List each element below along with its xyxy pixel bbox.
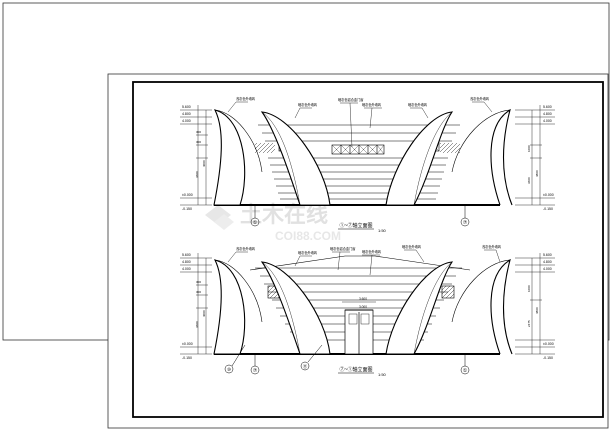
svg-text:4.000: 4.000	[182, 119, 191, 123]
bottom-annotations: 浅灰色外墙砖 暗灰色外墙砖 暗灰色铝合金门窗 暗灰色外墙砖 暗灰色外墙砖 浅灰色…	[227, 244, 502, 309]
top-left-dimensions	[180, 105, 212, 206]
svg-text:5.600: 5.600	[182, 253, 191, 257]
svg-text:±0.000: ±0.000	[182, 342, 193, 346]
note-material: 暗灰色外墙砖	[298, 250, 318, 255]
svg-text:300: 300	[196, 290, 201, 294]
svg-text:300: 300	[196, 280, 201, 284]
note-material: 暗灰色铝合金门窗	[330, 246, 356, 251]
axis-label: ①	[253, 220, 258, 226]
elevation-bottom	[213, 255, 513, 355]
svg-text:4.000: 4.000	[543, 267, 552, 271]
watermark-logo-icon	[205, 205, 231, 225]
top-left-levels: 5.600 4.800 4.000 ±0.000 -0.150 300 300 …	[182, 105, 206, 211]
svg-text:-0.150: -0.150	[543, 207, 553, 211]
svg-text:-0.150: -0.150	[182, 356, 192, 360]
axis-label: ⑦	[463, 220, 468, 226]
svg-text:3600: 3600	[195, 171, 199, 178]
door-level: 3.600	[359, 297, 367, 301]
svg-text:5.600: 5.600	[543, 105, 552, 109]
top-right-dimensions	[515, 105, 555, 206]
axis-bubble	[460, 217, 470, 227]
watermark-brand: 土木在线	[240, 202, 328, 227]
svg-text:4.800: 4.800	[182, 112, 191, 116]
note-material: 浅灰色外墙砖	[482, 244, 502, 249]
tag-bubble	[300, 361, 310, 371]
watermark: 土木在线 COI88.COM	[205, 202, 341, 243]
top-right-levels: 5.600 4.800 4.000 ±0.000 -0.150 1000 360…	[527, 105, 554, 211]
note-material: 暗灰色铝合金门窗	[338, 97, 364, 102]
elevation-top	[213, 108, 513, 206]
entrance-door	[342, 301, 376, 355]
tag-label: ⑪	[303, 363, 308, 370]
door-level: 3.000	[359, 305, 367, 309]
axis-bubble	[250, 217, 260, 227]
bottom-left-dimensions	[180, 253, 212, 355]
svg-text:3600: 3600	[527, 177, 531, 184]
svg-text:4800: 4800	[535, 170, 539, 177]
svg-text:4.800: 4.800	[182, 260, 191, 264]
note-material: 浅灰色外墙砖	[470, 96, 490, 101]
svg-text:-0.150: -0.150	[182, 207, 192, 211]
svg-text:5.600: 5.600	[182, 105, 191, 109]
note-material: 暗灰色外墙砖	[362, 102, 382, 107]
bottom-right-levels: 5.600 4.800 4.000 ±0.000 -0.150 1000 247…	[527, 253, 554, 360]
note-material: 暗灰色外墙砖	[298, 102, 318, 107]
svg-text:4.000: 4.000	[543, 119, 552, 123]
svg-text:4.000: 4.000	[182, 267, 191, 271]
axis-label: ⑦	[253, 368, 258, 374]
tag-bubble	[224, 364, 234, 374]
drawing-frame	[132, 81, 604, 418]
svg-text:±0.000: ±0.000	[543, 193, 554, 197]
svg-text:300: 300	[196, 140, 201, 144]
svg-text:4.800: 4.800	[543, 112, 552, 116]
axis-bubble	[250, 365, 260, 375]
note-material: 浅灰色外墙砖	[236, 246, 256, 251]
svg-text:4800: 4800	[535, 307, 539, 314]
svg-text:3600: 3600	[195, 321, 199, 328]
note-material: 暗灰色外墙砖	[362, 249, 382, 254]
top-annotations: 浅灰色外墙砖 暗灰色外墙砖 暗灰色铝合金门窗 暗灰色外墙砖 暗灰色外墙砖 浅灰色…	[227, 96, 493, 148]
elevation-title: ①~⑦轴立面图	[340, 222, 373, 229]
svg-text:1000: 1000	[527, 285, 531, 292]
svg-text:4.800: 4.800	[543, 260, 552, 264]
svg-text:4000: 4000	[202, 160, 206, 167]
axis-bubble	[460, 365, 470, 375]
bottom-right-dimensions	[515, 253, 555, 355]
front-sheet-border	[107, 73, 609, 429]
svg-text:5.600: 5.600	[543, 253, 552, 257]
top-axis-markers	[250, 205, 470, 227]
svg-text:-0.150: -0.150	[543, 356, 553, 360]
elevation-scale: 1:50	[378, 228, 387, 233]
tag-label: ⑩	[227, 367, 232, 372]
watermark-url: COI88.COM	[275, 229, 341, 243]
note-material: 浅灰色外墙砖	[236, 96, 256, 101]
elevation-scale: 1:50	[378, 372, 387, 377]
svg-text:2475: 2475	[527, 320, 531, 327]
svg-text:±0.000: ±0.000	[182, 193, 193, 197]
bottom-left-levels: 5.600 4.800 4.000 ±0.000 -0.150 300 300 …	[182, 253, 206, 360]
svg-text:4000: 4000	[202, 310, 206, 317]
elevation-title: ⑦~①轴立面图	[340, 366, 373, 373]
note-material: 暗灰色外墙砖	[402, 244, 422, 249]
bottom-axis-markers	[224, 344, 470, 375]
svg-text:±0.000: ±0.000	[543, 342, 554, 346]
axis-label: ①	[463, 368, 468, 374]
window-strip	[278, 140, 440, 155]
svg-text:1000: 1000	[527, 145, 531, 152]
note-material: 暗灰色外墙砖	[408, 102, 428, 107]
svg-text:300: 300	[196, 130, 201, 134]
